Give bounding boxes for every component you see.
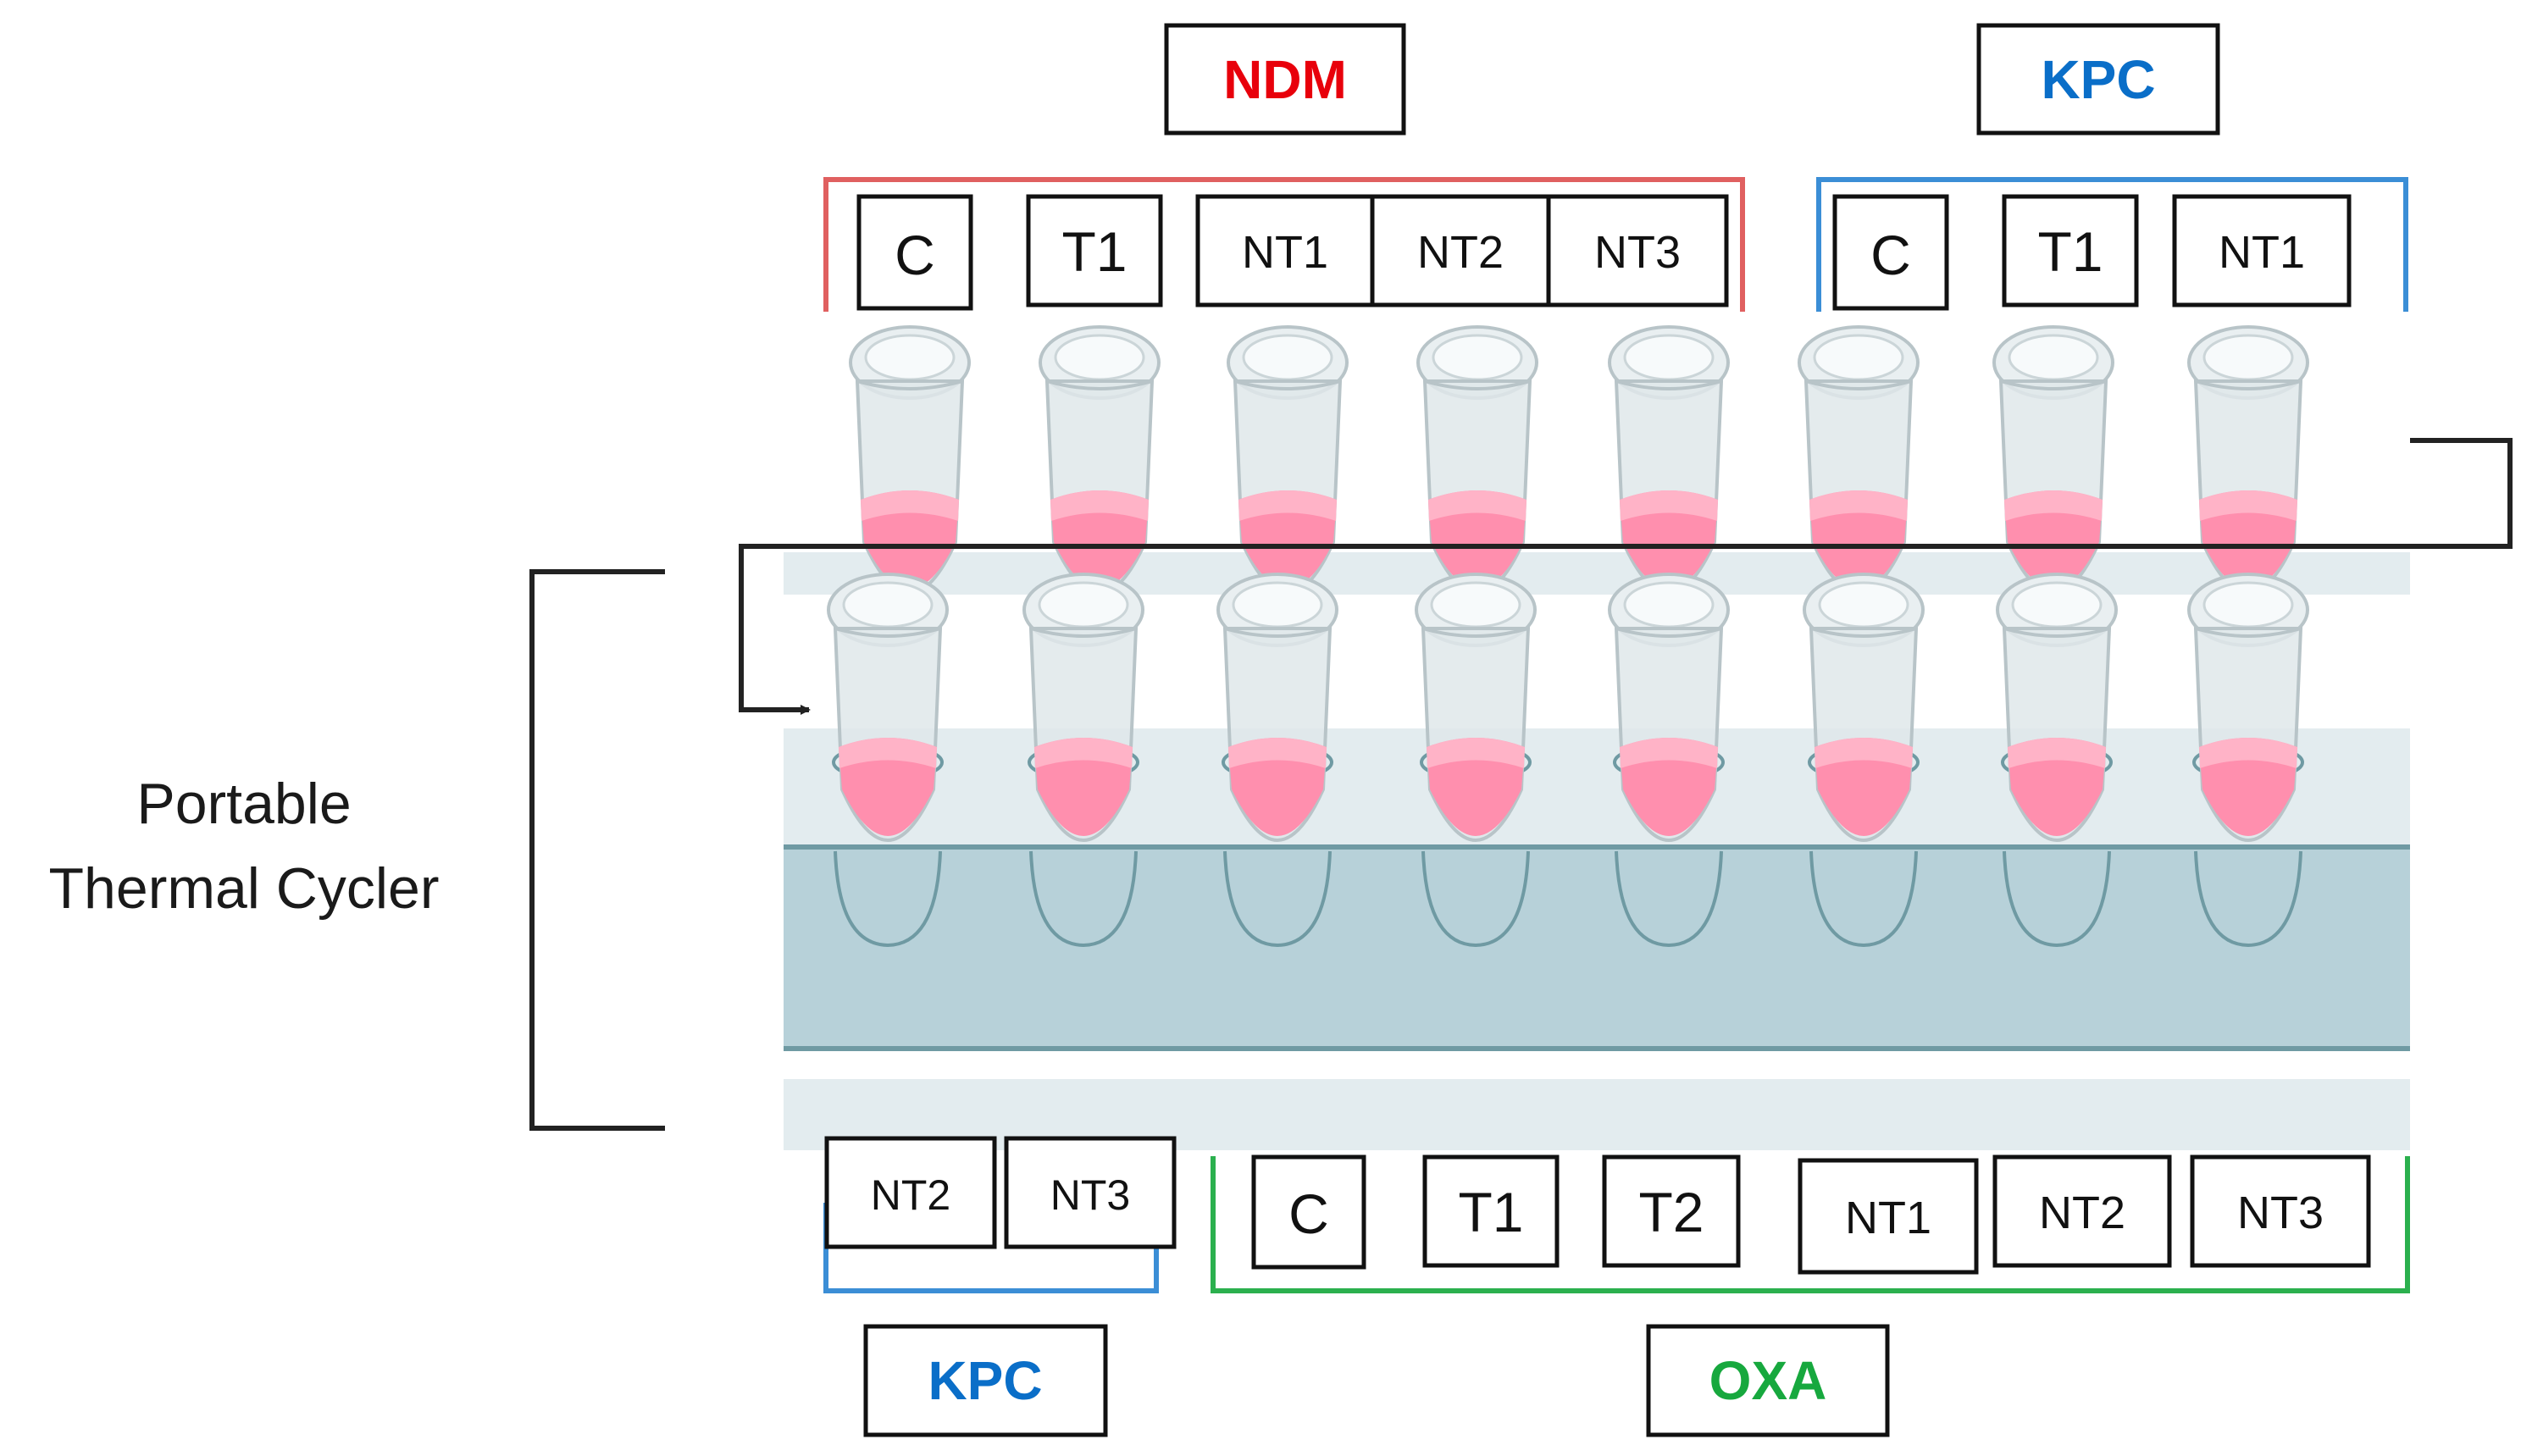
side-label-line1: Portable bbox=[136, 772, 351, 836]
tray-well bbox=[1615, 850, 1723, 948]
pcr-tube bbox=[827, 573, 949, 842]
ndm-well-nt3: NT3 bbox=[1594, 227, 1681, 278]
kpc-top-well-nt1: NT1 bbox=[2219, 227, 2305, 278]
pcr-tube bbox=[1996, 573, 2118, 842]
pcr-tube bbox=[1227, 325, 1349, 595]
pcr-tube bbox=[2187, 325, 2309, 595]
kpc-bottom-well-nt2: NT2 bbox=[871, 1171, 950, 1219]
tray-well bbox=[2194, 850, 2302, 948]
kpc-top-group: KPC C T1 NT1 bbox=[1816, 23, 2408, 312]
oxa-bottom-group: C T1 T2 NT1 NT2 NT3 OXA bbox=[1211, 1154, 2410, 1437]
tray-well bbox=[1421, 850, 1530, 948]
tray-well bbox=[1029, 850, 1138, 948]
pcr-tube bbox=[1416, 325, 1538, 595]
ndm-well-t1: T1 bbox=[1061, 220, 1127, 283]
oxa-well-nt3: NT3 bbox=[2237, 1187, 2324, 1238]
ndm-top-title: NDM bbox=[1223, 49, 1347, 110]
tray-well bbox=[1809, 850, 1918, 948]
kpc-top-well-t1: T1 bbox=[2037, 220, 2103, 283]
tray-well bbox=[1223, 850, 1332, 948]
kpc-top-title: KPC bbox=[2041, 49, 2155, 110]
oxa-well-t2: T2 bbox=[1638, 1181, 1704, 1243]
pcr-tube bbox=[1608, 325, 1730, 595]
kpc-bottom-title: KPC bbox=[928, 1350, 1042, 1411]
kpc-top-bracket bbox=[1816, 177, 2408, 312]
pcr-tube bbox=[1798, 325, 1920, 595]
oxa-bracket bbox=[1211, 1156, 2410, 1293]
oxa-well-nt2: NT2 bbox=[2039, 1187, 2125, 1238]
pcr-tube bbox=[1022, 573, 1144, 842]
pcr-tube bbox=[1039, 325, 1161, 595]
ndm-well-c: C bbox=[895, 224, 935, 286]
ndm-well-nt2: NT2 bbox=[1417, 227, 1504, 278]
oxa-well-c: C bbox=[1288, 1182, 1329, 1245]
kpc-top-well-c: C bbox=[1870, 224, 1911, 286]
oxa-well-t1: T1 bbox=[1458, 1181, 1523, 1243]
pcr-tube bbox=[1216, 573, 1338, 842]
ndm-top-group: NDM C T1 NT1 NT2 NT3 bbox=[823, 23, 1745, 312]
pcr-tube bbox=[1415, 573, 1537, 842]
row-connector-arrow bbox=[739, 438, 2513, 715]
pcr-tube bbox=[1803, 573, 1925, 842]
thermal-cycler-tray bbox=[784, 552, 2410, 1150]
ndm-well-nt1: NT1 bbox=[1242, 227, 1328, 278]
pcr-tube bbox=[2187, 573, 2309, 842]
kpc-bottom-well-nt3: NT3 bbox=[1050, 1171, 1130, 1219]
cycler-bracket bbox=[529, 569, 665, 1131]
tray-well bbox=[834, 850, 942, 948]
oxa-well-nt1: NT1 bbox=[1845, 1193, 1931, 1243]
side-label-line2: Thermal Cycler bbox=[49, 856, 440, 921]
kpc-bottom-group: NT2 NT3 KPC bbox=[823, 1136, 1177, 1437]
pcr-tube bbox=[1608, 573, 1730, 842]
tray-well bbox=[2003, 850, 2111, 948]
pcr-tube bbox=[849, 325, 971, 595]
ndm-bracket bbox=[823, 177, 1745, 312]
pcr-tube bbox=[1992, 325, 2114, 595]
oxa-bottom-title: OXA bbox=[1709, 1350, 1827, 1411]
